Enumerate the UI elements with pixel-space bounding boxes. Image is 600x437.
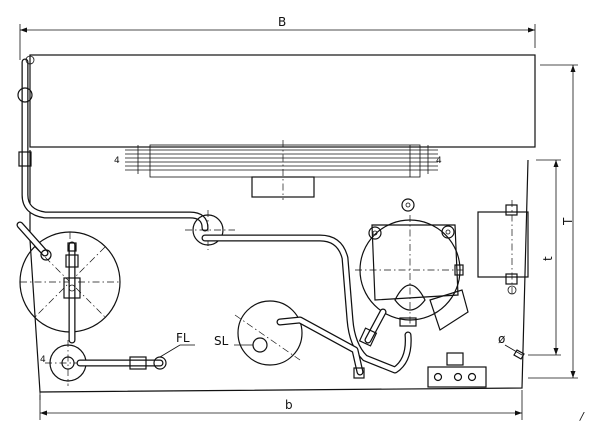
fan-motor-mount — [251, 176, 315, 198]
suction-pipe-upper — [201, 234, 412, 374]
filter-drier: FL — [76, 331, 195, 370]
dimension-b: b — [39, 390, 523, 420]
base-plate — [29, 150, 529, 393]
diameter-marker: ø — [498, 332, 525, 360]
suction-accumulator: SL — [214, 300, 303, 366]
compressor — [355, 198, 469, 347]
suction-line-label: SL — [214, 334, 229, 348]
filter-label: FL — [176, 331, 190, 345]
middle-fitting — [185, 210, 235, 250]
electrical-box — [477, 200, 529, 295]
diameter-label: ø — [498, 332, 505, 346]
liquid-line-valves — [63, 241, 81, 344]
dimension-T: T — [528, 64, 578, 379]
dimension-B: B — [19, 15, 536, 60]
terminal-block — [427, 352, 487, 388]
condenser-fins: 4 4 — [114, 140, 442, 200]
dimension-t: t — [528, 159, 561, 356]
dimension-T-label: T — [561, 217, 575, 226]
svg-text:4: 4 — [40, 355, 46, 365]
dimension-t-label: t — [541, 256, 555, 261]
svg-text:4: 4 — [114, 156, 120, 166]
dimension-b-label: b — [285, 398, 293, 412]
condenser-panel — [29, 54, 536, 148]
corner-mark: / — [579, 410, 585, 423]
svg-text:4: 4 — [436, 156, 442, 166]
discharge-pipe — [17, 55, 209, 232]
dimension-B-label: B — [278, 15, 286, 29]
